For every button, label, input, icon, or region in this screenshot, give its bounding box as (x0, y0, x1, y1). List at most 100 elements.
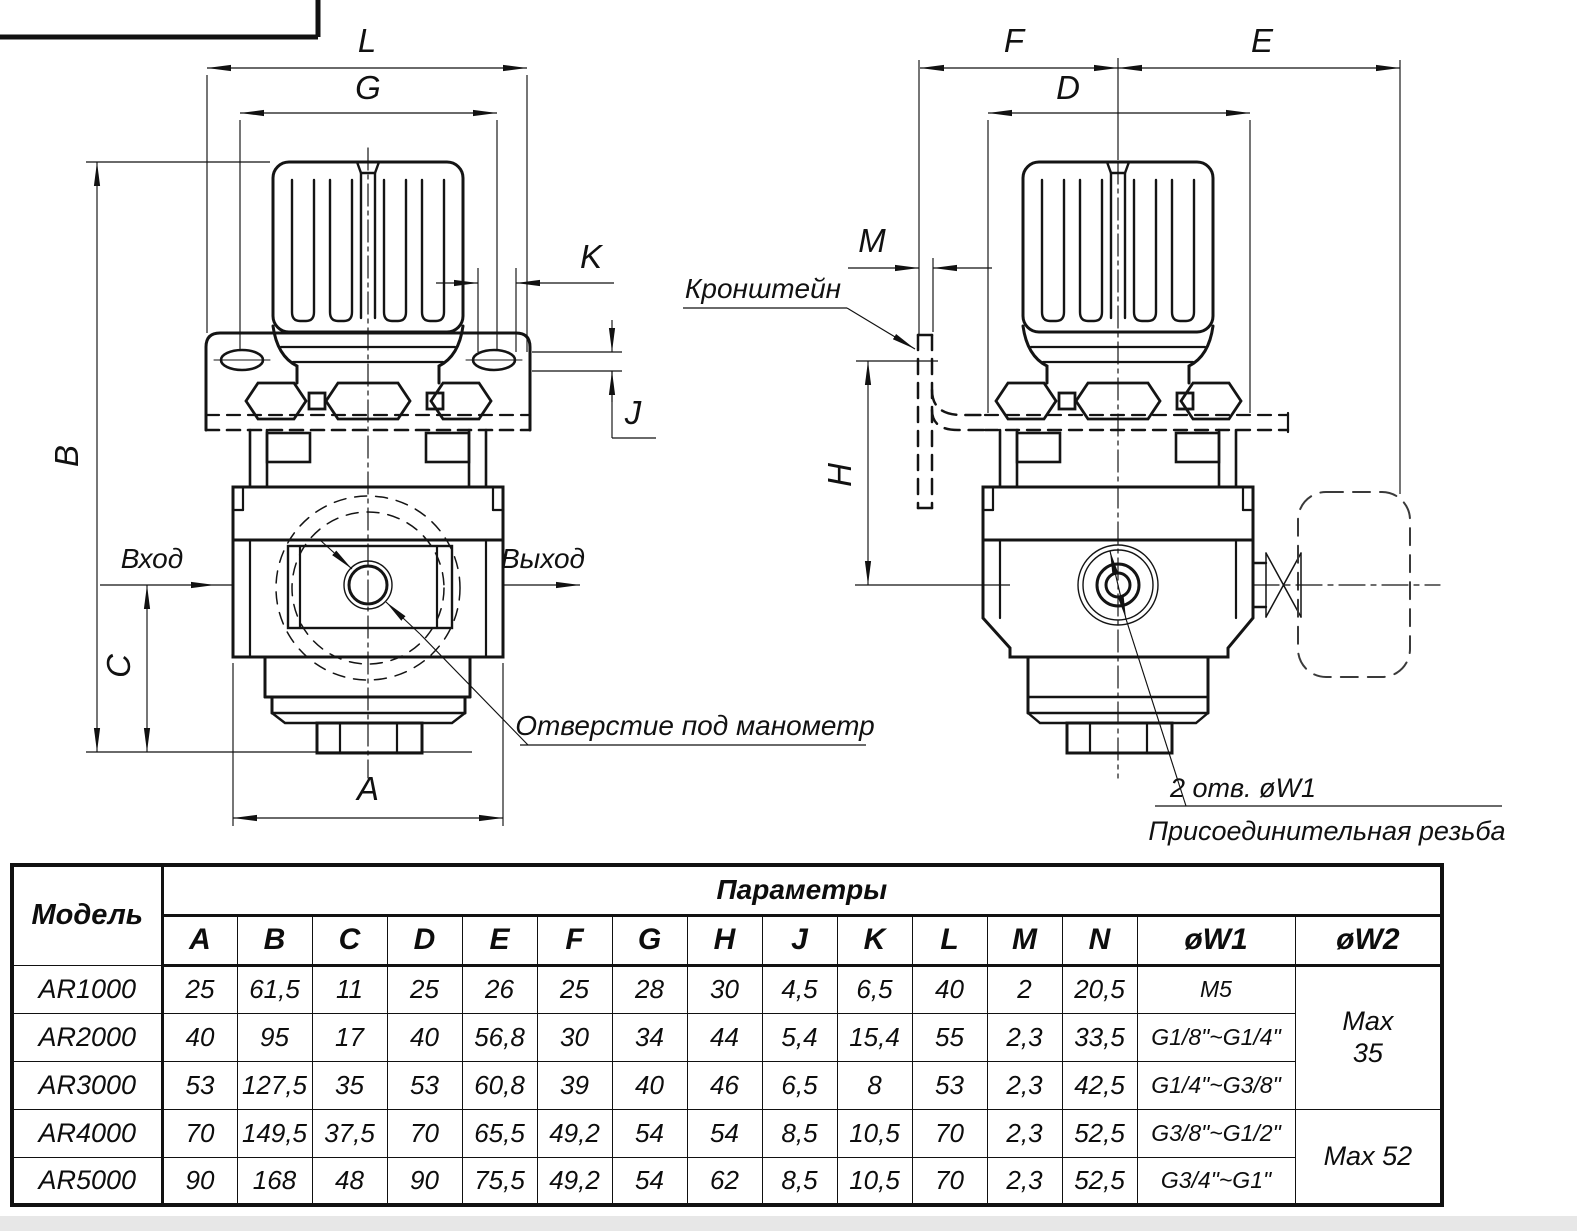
annotations: Вход Выход Отверстие под манометр Кроншт… (121, 273, 1506, 846)
spec-table: Модель Параметры A B C D E F G H J K L M… (10, 863, 1445, 1207)
value-cell: 168 (236, 1156, 313, 1206)
value-cell: 70 (911, 1156, 988, 1206)
value-cell: 55 (911, 1012, 988, 1062)
dim-A: A (355, 770, 379, 807)
col-G: G (611, 914, 688, 967)
value-cell: 39 (536, 1060, 613, 1110)
value-cell: 25 (536, 964, 613, 1014)
value-cell: 40 (611, 1060, 688, 1110)
value-cell: 11 (311, 964, 388, 1014)
dim-B: B (48, 445, 85, 467)
value-cell: 17 (311, 1012, 388, 1062)
value-cell: 2,3 (986, 1156, 1063, 1206)
model-header: Модель (11, 864, 164, 966)
value-cell: G1/8"~G1/4" (1136, 1012, 1296, 1062)
dim-L: L (358, 22, 376, 59)
value-cell: 25 (386, 964, 463, 1014)
value-cell: 75,5 (461, 1156, 538, 1206)
value-cell: 53 (911, 1060, 988, 1110)
regulator-drawing: L G K J B C A F E D M H Вход Выход Отвер… (0, 0, 1506, 846)
value-cell: G3/8"~G1/2" (1136, 1108, 1296, 1158)
value-cell: 53 (386, 1060, 463, 1110)
value-cell: 6,5 (836, 964, 913, 1014)
params-header: Параметры (161, 864, 1443, 917)
value-cell: 44 (686, 1012, 763, 1062)
col-K: K (836, 914, 913, 967)
value-cell: 149,5 (236, 1108, 313, 1158)
value-cell: 35 (311, 1060, 388, 1110)
dim-E: E (1251, 22, 1274, 59)
value-cell: 65,5 (461, 1108, 538, 1158)
value-cell: 70 (161, 1108, 238, 1158)
value-cell: 60,8 (461, 1060, 538, 1110)
value-cell: 54 (611, 1156, 688, 1206)
col-M: M (986, 914, 1063, 967)
value-cell: 10,5 (836, 1108, 913, 1158)
value-cell: 49,2 (536, 1156, 613, 1206)
value-cell: 52,5 (1061, 1108, 1138, 1158)
col-C: C (311, 914, 388, 967)
dim-J: J (624, 394, 642, 431)
value-cell: 127,5 (236, 1060, 313, 1110)
value-cell: 10,5 (836, 1156, 913, 1206)
model-cell: AR3000 (11, 1060, 164, 1110)
frame-fragment (0, 0, 321, 40)
value-cell: 40 (161, 1012, 238, 1062)
front-view-dimensions (86, 64, 866, 826)
col-N: N (1061, 914, 1138, 967)
value-cell: 53 (161, 1060, 238, 1110)
params-header-row: Модель Параметры (11, 864, 1443, 966)
value-cell: 54 (686, 1108, 763, 1158)
dim-C: C (100, 653, 137, 678)
value-cell: 37,5 (311, 1108, 388, 1158)
value-cell: 62 (686, 1156, 763, 1206)
value-cell: 70 (386, 1108, 463, 1158)
model-cell: AR4000 (11, 1108, 164, 1158)
value-cell: 25 (161, 964, 238, 1014)
col-J: J (761, 914, 838, 967)
value-cell: 5,4 (761, 1012, 838, 1062)
value-cell: 8,5 (761, 1108, 838, 1158)
value-cell: 4,5 (761, 964, 838, 1014)
w2-merged-cell: Max 52 (1294, 1108, 1443, 1206)
dim-K: K (580, 238, 604, 275)
value-cell: 28 (611, 964, 688, 1014)
value-cell: 2,3 (986, 1060, 1063, 1110)
col-H: H (686, 914, 763, 967)
value-cell: G3/4"~G1" (1136, 1156, 1296, 1206)
value-cell: 90 (161, 1156, 238, 1206)
col-E: E (461, 914, 538, 967)
inlet-label: Вход (121, 543, 183, 574)
col-L: L (911, 914, 988, 967)
value-cell: 40 (386, 1012, 463, 1062)
model-cell: AR1000 (11, 964, 164, 1014)
outlet-label: Выход (501, 543, 585, 574)
value-cell: M5 (1136, 964, 1296, 1014)
gauge-hole-label: Отверстие под манометр (515, 710, 875, 741)
value-cell: 42,5 (1061, 1060, 1138, 1110)
thread-label: Присоединительная резьба (1148, 816, 1505, 846)
value-cell: 8,5 (761, 1156, 838, 1206)
value-cell: 33,5 (1061, 1012, 1138, 1062)
value-cell: 54 (611, 1108, 688, 1158)
col-W1: øW1 (1136, 914, 1296, 967)
dim-M: M (858, 222, 886, 259)
value-cell: 70 (911, 1108, 988, 1158)
value-cell: 2 (986, 964, 1063, 1014)
col-W2: øW2 (1294, 914, 1443, 967)
value-cell: 95 (236, 1012, 313, 1062)
page-edge-strip (0, 1216, 1577, 1231)
value-cell: 46 (686, 1060, 763, 1110)
w2-merged-cell: Max 35 (1294, 964, 1443, 1110)
columns-header-row: A B C D E F G H J K L M N øW1 øW2 (12, 914, 1443, 967)
value-cell: G1/4"~G3/8" (1136, 1060, 1296, 1110)
value-cell: 34 (611, 1012, 688, 1062)
dimension-labels: L G K J B C A F E D M H (48, 22, 1274, 807)
value-cell: 61,5 (236, 964, 313, 1014)
value-cell: 2,3 (986, 1108, 1063, 1158)
